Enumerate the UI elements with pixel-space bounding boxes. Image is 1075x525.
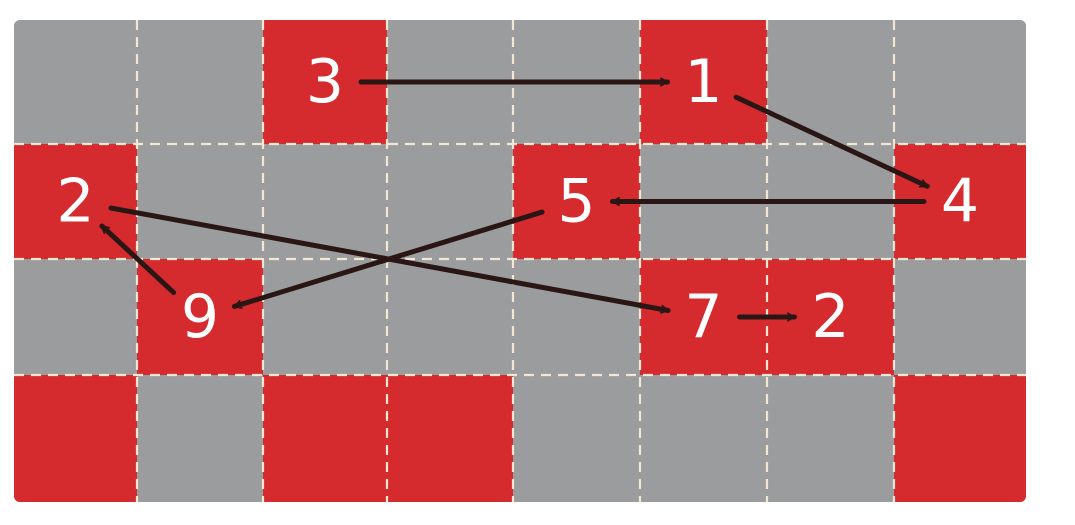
empty-cell-r0-c0 — [14, 20, 137, 144]
arrow-n2a-to-n7 — [108, 205, 671, 310]
grid-lines — [14, 20, 1026, 502]
cell-number-n5: 5 — [557, 167, 595, 237]
empty-cell-r2-c4 — [513, 259, 640, 375]
filled-cell-r3-c3 — [387, 375, 513, 502]
empty-cell-r1-c1 — [137, 144, 263, 259]
empty-cell-r3-c4 — [513, 375, 640, 502]
arrows — [99, 82, 930, 317]
empty-cell-r2-c7 — [894, 259, 1026, 375]
cell-number-n9: 9 — [181, 282, 219, 352]
empty-cell-r3-c1 — [137, 375, 263, 502]
arrow-n9-to-n2a — [99, 223, 177, 296]
empty-cell-r2-c0 — [14, 259, 137, 375]
grid-board: 3 1 2 5 4 9 7 2 — [14, 20, 1026, 502]
cell-number-n1: 1 — [684, 47, 722, 117]
empty-cell-r3-c5 — [640, 375, 767, 502]
cell-numbers: 3 1 2 5 4 9 7 2 — [56, 47, 979, 352]
empty-cell-r3-c6 — [767, 375, 894, 502]
cell-number-n2b: 2 — [811, 282, 849, 352]
filled-cell-r3-c0 — [14, 375, 137, 502]
cell-number-n7: 7 — [684, 282, 722, 352]
empty-cell-r0-c1 — [137, 20, 263, 144]
cell-number-n4: 4 — [941, 167, 979, 237]
arrow-n1-to-n4 — [733, 94, 930, 189]
filled-cell-r3-c7 — [894, 375, 1026, 502]
grid-overlay: 3 1 2 5 4 9 7 2 — [14, 20, 1026, 502]
empty-cell-r0-c7 — [894, 20, 1026, 144]
cell-number-n3: 3 — [306, 47, 344, 117]
cell-number-n2a: 2 — [56, 167, 94, 237]
filled-cell-r3-c2 — [263, 375, 387, 502]
